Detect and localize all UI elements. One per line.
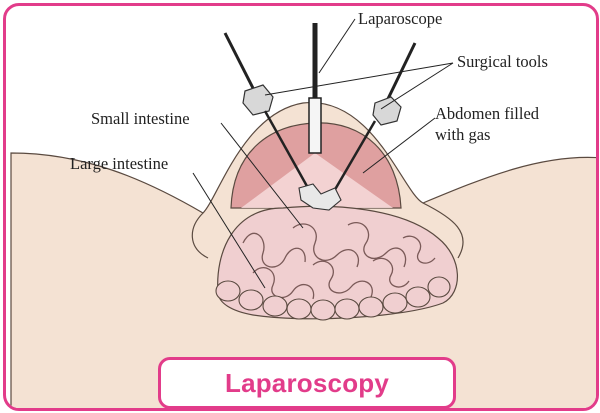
intestine-mass xyxy=(217,205,458,320)
label-surgical-tools: Surgical tools xyxy=(457,52,548,71)
caption-title: Laparoscopy xyxy=(224,367,390,398)
left-tool-shaft xyxy=(263,110,310,189)
light-cone xyxy=(241,153,393,208)
laparoscope-shaft xyxy=(308,97,322,154)
left-tool-clip xyxy=(242,84,274,116)
label-large-intestine: Large intestine xyxy=(70,154,168,173)
left-tool-handle xyxy=(223,32,260,99)
label-abdomen-line1: Abdomen filled xyxy=(435,104,540,123)
label-laparoscope: Laparoscope xyxy=(358,9,442,28)
label-abdomen-line2: with gas xyxy=(435,125,490,144)
large-intestine-bumps xyxy=(215,276,451,321)
laparoscopy-illustration: Laparoscope Surgical tools Small intesti… xyxy=(10,9,596,408)
abdominal-wall xyxy=(191,202,464,259)
caption-box: Laparoscopy xyxy=(158,357,456,408)
right-tool-handle xyxy=(383,42,417,106)
grasper-tips xyxy=(298,183,342,211)
right-tool-clip xyxy=(372,96,402,126)
right-tool-shaft xyxy=(331,120,377,194)
leader-lines xyxy=(192,18,454,289)
diagram-frame: Laparoscope Surgical tools Small intesti… xyxy=(3,3,599,411)
label-small-intestine: Small intestine xyxy=(91,109,190,128)
